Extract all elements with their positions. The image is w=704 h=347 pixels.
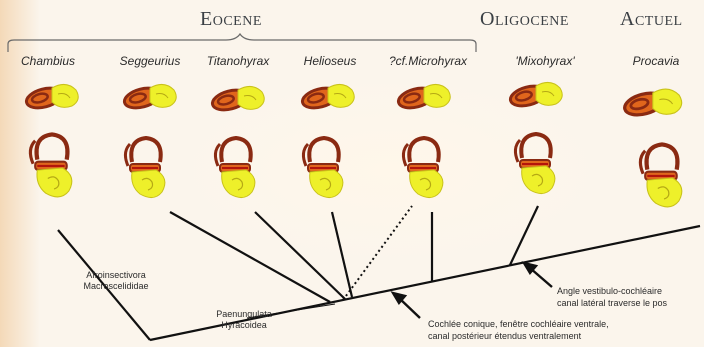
frontal-ear-mixohyrax [515, 134, 554, 194]
lateral-ear-chambius [24, 84, 78, 111]
lateral-ear-mixohyrax [508, 82, 562, 109]
lateral-ear-procavia [622, 89, 681, 119]
frontal-ear-helioseus [303, 138, 342, 198]
dotted-branch-microhyrax [343, 206, 412, 300]
frontal-ear-seggeurius [125, 138, 164, 198]
annotation-arrows [393, 263, 552, 318]
frontal-ear-titanohyrax [215, 138, 254, 198]
eocene-brace [8, 34, 476, 52]
label-paenungulata: Paenungulata [216, 309, 272, 320]
lateral-ear-titanohyrax [210, 86, 264, 113]
frontal-ear-procavia [640, 144, 681, 207]
annotation-angle-line2: canal latéral traverse le pos [557, 298, 704, 309]
annotation-cochlea-line1: Cochlée conique, fenêtre cochléaire vent… [428, 319, 609, 330]
lateral-ear-microhyrax [396, 84, 450, 111]
annotation-angle-line1: Angle vestibulo-cochléaire [557, 286, 662, 297]
annotation-cochlea-line2: canal postérieur étendus ventralement [428, 331, 581, 342]
label-afroinsectivora: Afroinsectivora [86, 270, 146, 281]
label-macroscelididae: Macroscelididae [83, 281, 148, 292]
frontal-ear-chambius [30, 134, 71, 197]
lateral-ear-seggeurius [122, 84, 176, 111]
frontal-ear-microhyrax [403, 138, 442, 198]
lateral-ear-helioseus [300, 84, 354, 111]
label-hyracoidea: Hyracoidea [221, 320, 267, 331]
